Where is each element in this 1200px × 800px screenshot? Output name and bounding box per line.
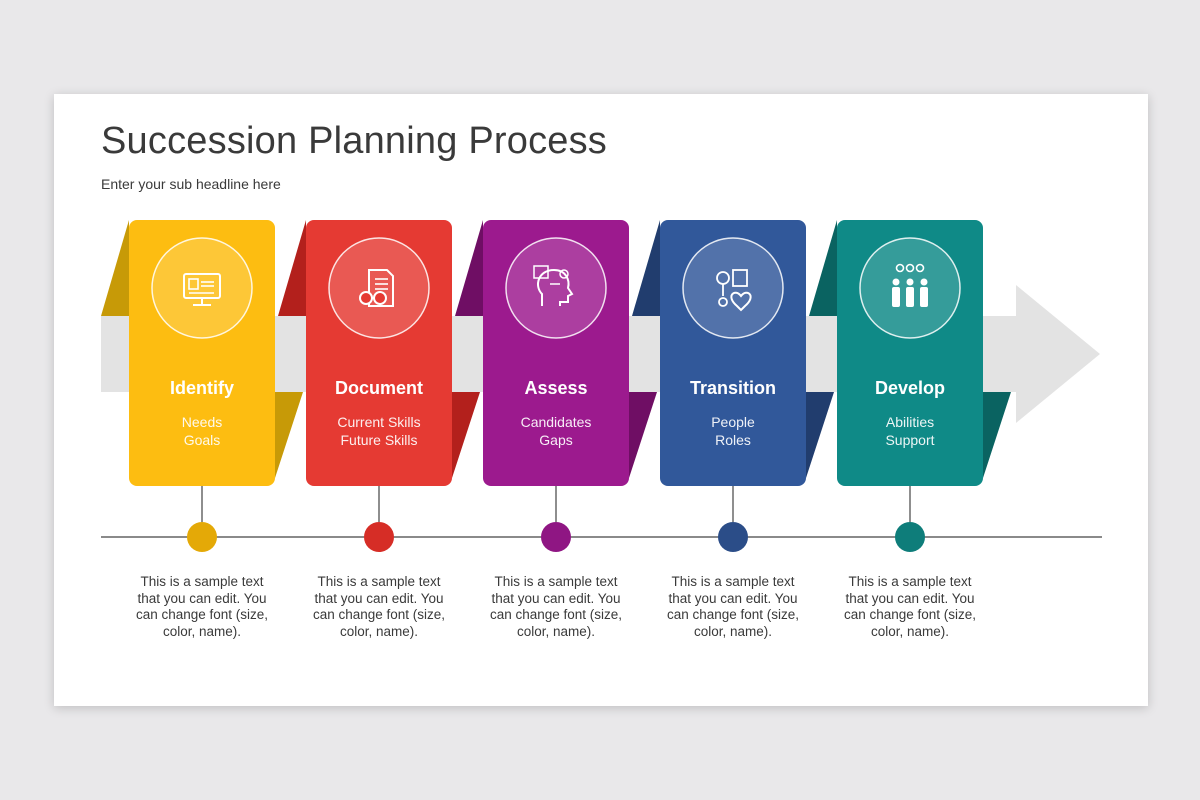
step-title: Transition (689, 378, 776, 398)
fold-top (101, 220, 129, 316)
step-description: This is a sample text that you can edit.… (666, 574, 800, 639)
fold-bottom (983, 392, 1011, 478)
fold-bottom (806, 392, 834, 478)
fold-bottom (629, 392, 657, 478)
step-card (660, 220, 806, 486)
fold-top (455, 220, 483, 316)
step-card (306, 220, 452, 486)
step-2 (278, 220, 480, 552)
process-ribbon (101, 220, 1102, 552)
timeline-dot (364, 522, 394, 552)
icon-circle (328, 237, 430, 339)
team-gears-icon (892, 263, 928, 307)
timeline-dot (541, 522, 571, 552)
step-card (837, 220, 983, 486)
fold-top (278, 220, 306, 316)
step-description: This is a sample text that you can edit.… (135, 574, 269, 639)
fold-bottom (452, 392, 480, 478)
fold-top (809, 220, 837, 316)
step-subline: Future Skills (340, 432, 418, 448)
step-subline: Candidates (520, 414, 592, 430)
timeline-dot (895, 522, 925, 552)
computer-profile-icon (183, 273, 221, 306)
step-description: This is a sample text that you can edit.… (312, 574, 446, 639)
step-description: This is a sample text that you can edit.… (489, 574, 623, 639)
step-subline: Roles (715, 432, 751, 448)
fold-top (632, 220, 660, 316)
document-glasses-icon (359, 269, 394, 307)
timeline-dot (718, 522, 748, 552)
step-subline: Current Skills (337, 414, 421, 430)
step-card (129, 220, 275, 486)
step-subline: Abilities (885, 414, 935, 430)
icon-circle (682, 237, 784, 339)
step-subline: Support (885, 432, 935, 448)
step-title: Document (334, 378, 423, 398)
slide: Succession Planning Process Enter your s… (54, 94, 1148, 706)
step-title: Assess (524, 378, 588, 398)
step-5 (809, 220, 1011, 552)
step-title: Identify (169, 378, 234, 398)
step-title: Develop (874, 378, 946, 398)
timeline-dot (187, 522, 217, 552)
icon-circle (505, 237, 607, 339)
icon-circle (151, 237, 253, 339)
step-1 (101, 220, 303, 552)
step-subline: Needs (181, 414, 223, 430)
step-subline: People (711, 414, 755, 430)
slide-title: Succession Planning Process (101, 120, 608, 162)
step-subline: Goals (183, 432, 221, 448)
fold-bottom (275, 392, 303, 478)
step-4 (632, 220, 834, 552)
idea-heart-icon (716, 269, 752, 312)
step-description: This is a sample text that you can edit.… (843, 574, 977, 639)
step-card (483, 220, 629, 486)
head-thinking-icon (533, 265, 574, 306)
slide-subtitle: Enter your sub headline here (101, 176, 281, 192)
step-subline: Gaps (539, 432, 573, 448)
step-3 (455, 220, 657, 552)
